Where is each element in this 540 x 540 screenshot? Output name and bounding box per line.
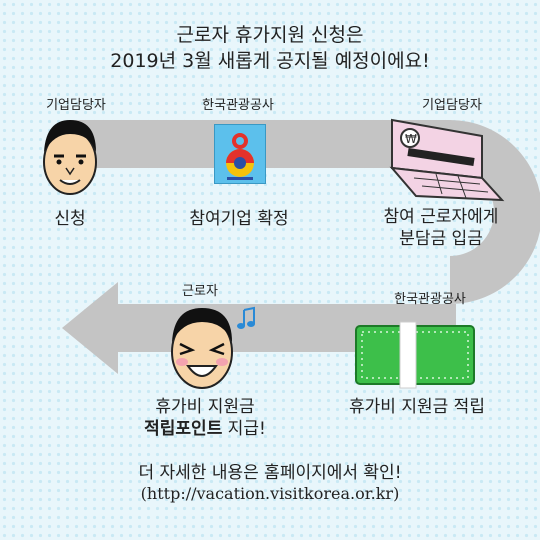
footer-line-1: 더 자세한 내용은 홈페이지에서 확인! <box>138 463 402 483</box>
step-2-label: 참여기업 확정 <box>189 209 289 229</box>
svg-text:₩: ₩ <box>405 132 417 146</box>
face-icon <box>171 308 233 389</box>
step-5-label-bold: 적립포인트 <box>144 419 223 439</box>
step-4-role: 한국관광공사 <box>394 292 466 307</box>
footer-url[interactable]: (http://vacation.visitkorea.or.kr) <box>140 484 400 503</box>
header-line-1: 근로자 휴가지원 신청은 <box>176 24 364 46</box>
step-5-label-tail: 지급! <box>222 419 266 439</box>
step-4-label: 휴가비 지원금 적립 <box>349 397 485 417</box>
step-1-role: 기업담당자 <box>46 98 106 113</box>
step-5-label-line-1: 휴가비 지원금 <box>155 397 255 417</box>
laptop-icon: ₩ <box>389 118 505 202</box>
step-5-role: 근로자 <box>182 284 218 299</box>
step-3-role: 기업담당자 <box>422 98 482 113</box>
money-stack-icon <box>355 321 475 389</box>
step-3-label-line-1: 참여 근로자에게 <box>383 207 499 227</box>
face-icon <box>43 120 97 195</box>
step-3-label-line-2: 분담금 입금 <box>399 229 483 249</box>
step-1-label: 신청 <box>54 209 86 229</box>
korea-tourism-logo-icon <box>214 124 266 184</box>
step-5-label-line-2: 적립포인트 지급! <box>120 418 290 440</box>
music-note-icon <box>237 306 255 329</box>
step-2-role: 한국관광공사 <box>202 98 274 113</box>
header-line-2: 2019년 3월 새롭게 공지될 예정이에요! <box>110 50 430 72</box>
